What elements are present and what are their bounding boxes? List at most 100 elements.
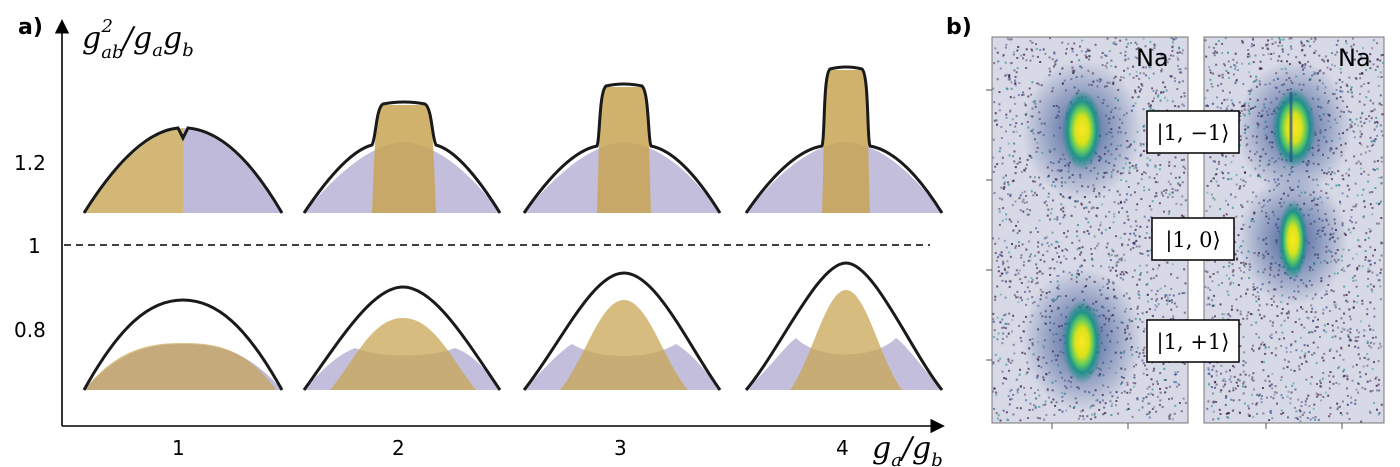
noise-speck	[1066, 249, 1069, 252]
noise-speck	[1272, 52, 1275, 55]
noise-speck	[1163, 379, 1166, 381]
noise-speck	[1370, 110, 1373, 113]
noise-speck	[1371, 213, 1374, 216]
noise-speck	[1081, 246, 1084, 249]
noise-speck	[1156, 267, 1159, 270]
state-label-m-0: |1, 0⟩	[1151, 217, 1235, 261]
noise-speck	[1239, 345, 1242, 348]
noise-speck	[1209, 156, 1212, 159]
noise-speck	[1042, 404, 1045, 406]
noise-speck	[1254, 295, 1257, 298]
noise-speck	[1309, 45, 1312, 48]
noise-speck	[1032, 180, 1035, 183]
noise-speck	[1212, 160, 1215, 163]
noise-speck	[1025, 248, 1028, 251]
noise-speck	[998, 109, 1001, 112]
noise-speck	[1223, 383, 1226, 386]
noise-speck	[1005, 174, 1007, 177]
noise-speck	[1380, 403, 1383, 406]
noise-speck	[1221, 42, 1224, 45]
noise-speck	[1377, 383, 1380, 386]
noise-speck	[1368, 228, 1371, 230]
noise-speck	[1008, 78, 1011, 81]
noise-speck	[1138, 409, 1141, 412]
noise-speck	[1001, 337, 1004, 340]
noise-speck	[1269, 384, 1272, 387]
noise-speck	[1134, 228, 1137, 231]
noise-speck	[1240, 261, 1243, 264]
noise-speck	[993, 336, 995, 338]
noise-speck	[1181, 52, 1184, 55]
total-density-outline	[82, 298, 284, 391]
noise-speck	[1380, 182, 1383, 185]
noise-speck	[1370, 229, 1372, 232]
noise-speck	[994, 252, 997, 254]
noise-speck	[1215, 180, 1218, 183]
noise-speck	[1155, 92, 1157, 95]
noise-speck	[1319, 385, 1322, 388]
noise-speck	[1008, 285, 1011, 288]
noise-speck	[1015, 378, 1018, 381]
noise-speck	[1321, 377, 1324, 380]
noise-speck	[1153, 43, 1156, 46]
noise-speck	[1001, 219, 1004, 222]
noise-speck	[1009, 193, 1012, 196]
noise-speck	[1300, 49, 1303, 52]
noise-speck	[1136, 57, 1139, 60]
noise-speck	[1338, 78, 1341, 81]
noise-speck	[1014, 273, 1017, 276]
noise-speck	[1149, 106, 1152, 109]
noise-speck	[1264, 379, 1267, 382]
noise-speck	[1133, 269, 1136, 272]
noise-speck	[1115, 43, 1118, 46]
noise-speck	[992, 318, 995, 321]
noise-speck	[1357, 124, 1359, 127]
noise-speck	[1346, 375, 1349, 378]
noise-speck	[1171, 418, 1174, 421]
noise-speck	[1230, 161, 1233, 164]
noise-speck	[1104, 412, 1107, 414]
noise-speck	[1132, 65, 1135, 68]
noise-speck	[1073, 42, 1076, 45]
noise-speck	[1373, 169, 1376, 171]
panel-a-tag: a)	[18, 15, 43, 40]
noise-speck	[1351, 221, 1354, 224]
noise-speck	[1339, 412, 1342, 414]
noise-speck	[1103, 406, 1106, 409]
noise-speck	[1142, 37, 1145, 40]
noise-speck	[1247, 311, 1250, 314]
noise-speck	[1115, 261, 1118, 264]
noise-speck	[1347, 249, 1350, 252]
noise-speck	[1300, 306, 1302, 309]
svg-text:|1, 0⟩: |1, 0⟩	[1165, 228, 1220, 253]
noise-speck	[1239, 185, 1242, 188]
noise-speck	[1360, 420, 1363, 423]
noise-speck	[1215, 383, 1218, 386]
noise-speck	[1376, 167, 1379, 170]
noise-speck	[1366, 358, 1369, 361]
noise-speck	[1355, 203, 1358, 206]
noise-speck	[1045, 414, 1048, 417]
noise-speck	[1347, 174, 1350, 177]
total-density-outline	[302, 285, 502, 391]
noise-speck	[1113, 212, 1116, 215]
noise-speck	[992, 361, 995, 364]
noise-speck	[1353, 274, 1356, 277]
noise-speck	[1305, 310, 1308, 313]
noise-speck	[1171, 196, 1174, 198]
noise-speck	[1227, 293, 1230, 296]
noise-speck	[1061, 410, 1064, 413]
noise-speck	[1334, 53, 1337, 56]
density-profile-top-2	[302, 100, 502, 214]
noise-speck	[1152, 315, 1154, 318]
noise-speck	[1171, 41, 1174, 44]
noise-speck	[1267, 53, 1270, 55]
noise-speck	[1009, 96, 1012, 99]
noise-speck	[1377, 413, 1380, 416]
noise-speck	[1270, 304, 1273, 306]
noise-speck	[1010, 87, 1013, 90]
noise-speck	[1044, 52, 1047, 55]
noise-speck	[1234, 387, 1237, 390]
noise-speck	[1174, 404, 1177, 407]
